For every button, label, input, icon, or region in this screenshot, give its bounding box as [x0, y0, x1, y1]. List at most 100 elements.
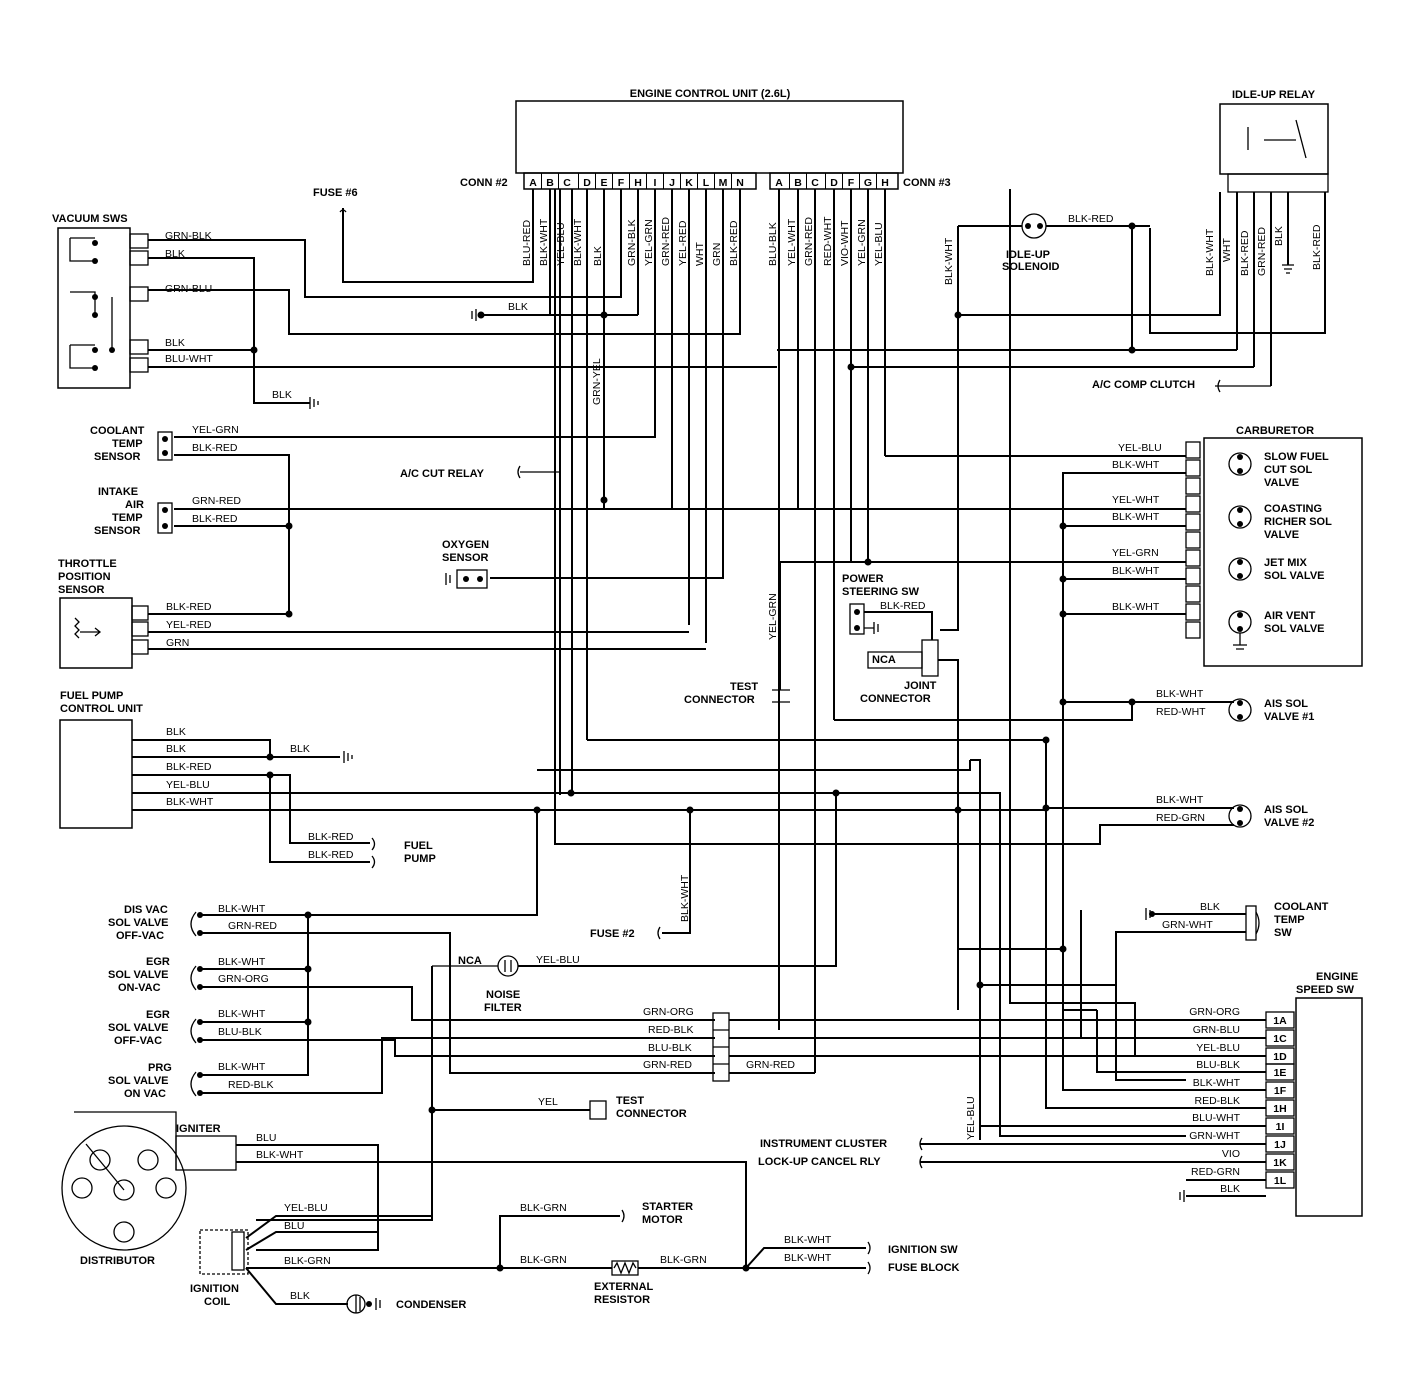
vacuum-sws-box	[57, 227, 131, 389]
ign-coil-l2: COIL	[204, 1296, 231, 1308]
instrument-cluster-label: INSTRUMENT CLUSTER	[760, 1138, 887, 1150]
ais2-wire-2: RED-GRN	[1156, 812, 1205, 824]
mid-wire-2: RED-BLK	[648, 1024, 694, 1036]
ecu-conn2-pin: D	[583, 177, 591, 189]
ais-sol-valve-1: AIS SOL VALVE #1 BLK-WHT RED-WHT	[834, 688, 1314, 723]
lockup-cancel-label: LOCK-UP CANCEL RLY	[758, 1156, 881, 1168]
ecu-ground: BLK GRN-YEL	[471, 301, 638, 504]
ecu-conn3-wire-label: YEL-BLU	[873, 222, 885, 266]
coolant-wire-2: BLK-RED	[192, 442, 238, 454]
ext-res-wire-1: BLK-GRN	[520, 1254, 567, 1266]
noise-l1: NOISE	[486, 989, 520, 1001]
ess-pin: 1J	[1274, 1139, 1286, 1151]
ecu-conn3-wire-label: RED-WHT	[822, 216, 834, 266]
fuse-block-wire: BLK-WHT	[784, 1252, 832, 1264]
carb-wire-4: BLK-WHT	[1112, 511, 1160, 523]
blk-wht-vertical-label: BLK-WHT	[943, 237, 955, 285]
idle-up-relay: IDLE-UP RELAY BLK-WHT WHT BLK-RED GRN-RE…	[958, 89, 1329, 386]
coolant-line2: TEMP	[112, 438, 143, 450]
ecu-conn3-wire-label: VIO-WHT	[839, 220, 851, 266]
ext-res-wire-2: BLK-GRN	[660, 1254, 707, 1266]
ignition-switch-fuse-block: BLK-WHT BLK-WHT IGNITION SW FUSE BLOCK	[745, 1234, 960, 1275]
noise-wire: YEL-BLU	[536, 954, 580, 966]
fpcu-wire-1: BLK	[166, 726, 186, 738]
ecu-conn3-pin: D	[830, 177, 838, 189]
fuse6-symbol	[339, 209, 347, 213]
joint-connector: NCA JOINT CONNECTOR	[860, 639, 959, 1010]
ecu-conn3-pin: G	[864, 177, 872, 189]
cts-wire-1: BLK	[1200, 901, 1220, 913]
egr-sol-valve-off-vac: EGR SOL VALVE OFF-VAC BLK-WHT BLU-BLK	[108, 1008, 715, 1057]
ecu-conn2-pin: I	[654, 177, 657, 189]
carb-valve2-l2: RICHER SOL	[1264, 516, 1332, 528]
ess-wire-label: YEL-BLU	[1196, 1042, 1240, 1054]
ecu-conn2-wire-label: BLK-WHT	[572, 218, 584, 266]
ess-wire-label: BLU-BLK	[1196, 1059, 1240, 1071]
ecu-conn2-pin: H	[634, 177, 642, 189]
vac-ground-wire: BLK	[272, 389, 292, 401]
fpcu-wire-4: YEL-BLU	[166, 779, 210, 791]
ess-title-l1: ENGINE	[1316, 971, 1358, 983]
fpcu-wire-3: BLK-RED	[166, 761, 212, 773]
mid-connector: GRN-ORG RED-BLK BLU-BLK GRN-RED GRN-RED	[643, 1006, 1266, 1082]
distributor: IGNITER DISTRIBUTOR BLU BLK-WHT	[61, 1111, 747, 1268]
ais2-l2: VALVE #2	[1264, 817, 1314, 829]
prg-sol-valve: PRG SOL VALVE ON VAC BLK-WHT RED-BLK	[108, 911, 715, 1100]
joint-l1: JOINT	[904, 680, 937, 692]
solenoid-line2: SOLENOID	[1002, 261, 1060, 273]
ess-wire-labels: GRN-ORGGRN-BLUYEL-BLUBLU-BLKBLK-WHTRED-B…	[1189, 1006, 1240, 1195]
ess-pin: 1C	[1273, 1033, 1287, 1045]
ecu-conn2-wire-label: BLK	[592, 246, 604, 266]
fpcu-l1: FUEL PUMP	[60, 690, 123, 702]
power-steering-switch: POWER STEERING SW BLK-RED	[842, 573, 933, 640]
throttle-position-sensor: THROTTLE POSITION SENSOR BLK-RED YEL-RED…	[58, 558, 706, 669]
cts-l1: COOLANT	[1274, 901, 1329, 913]
carburetor: CARBURETOR YEL-BLU BLK-WHT YEL-WHT BLK-W…	[780, 425, 1363, 1010]
noise-l2: FILTER	[484, 1002, 522, 1014]
egr-on-wire-1: BLK-WHT	[218, 956, 266, 968]
ess-wire-label: GRN-BLU	[1193, 1024, 1240, 1036]
coolant-line3: SENSOR	[94, 451, 141, 463]
intake-air-temp-sensor: INTAKE AIR TEMP SENSOR GRN-RED BLK-RED	[94, 486, 798, 537]
carb-wire-1: YEL-BLU	[1118, 442, 1162, 454]
cts-l3: SW	[1274, 927, 1292, 939]
vacuum-switches: VACUUM SWS GRN-BLK BLK GRN-BLU BLK BLU-W…	[52, 213, 777, 409]
tps-line2: POSITION	[58, 571, 111, 583]
idle-up-relay-title: IDLE-UP RELAY	[1232, 89, 1316, 101]
solenoid-line1: IDLE-UP	[1006, 249, 1050, 261]
ess-pin: 1F	[1274, 1085, 1287, 1097]
relay-wire-6: BLK-RED	[1311, 224, 1323, 270]
ess-title-l2: SPEED SW	[1296, 984, 1355, 996]
idle-up-solenoid: IDLE-UP SOLENOID BLK-RED BLK-WHT	[940, 213, 1150, 631]
ess-wire-label: BLU-WHT	[1192, 1112, 1240, 1124]
ecu-conn3-pin: B	[794, 177, 802, 189]
fuel-pump-wire-1: BLK-RED	[308, 831, 354, 843]
carb-wire-3: YEL-WHT	[1112, 494, 1160, 506]
lockup-cancel-lead	[919, 1155, 923, 1169]
fuel-pump-l2: PUMP	[404, 853, 436, 865]
dis-vac-wire-1: BLK-WHT	[218, 903, 266, 915]
top-bus-wires: A/C COMP CLUTCH	[777, 346, 1271, 562]
ais2-l1: AIS SOL	[1264, 804, 1308, 816]
ecu-conn2-wire-label: BLK-WHT	[538, 218, 550, 266]
ecu-conn3-pin: H	[881, 177, 889, 189]
instrument-cluster-lead	[919, 1137, 923, 1151]
coolant-temp-switch: BLK GRN-WHT COOLANT TEMP SW	[1115, 901, 1329, 1081]
carb-wire-2: BLK-WHT	[1112, 459, 1160, 471]
carb-valve1-l1: SLOW FUEL	[1264, 451, 1329, 463]
test-bottom-wire: YEL	[538, 1096, 558, 1108]
yel-blu-vertical: YEL-BLU	[965, 1096, 977, 1140]
tps-wire-3: GRN	[166, 637, 189, 649]
intake-line2: AIR	[125, 499, 144, 511]
intake-wire-1: GRN-RED	[192, 495, 241, 507]
fuse-block-label: FUSE BLOCK	[888, 1262, 960, 1274]
relay-wire-5: BLK	[1273, 226, 1285, 246]
ess-pin: 1E	[1274, 1067, 1287, 1079]
ess-wire-label: BLK	[1220, 1183, 1240, 1195]
egr-on-l3: ON-VAC	[118, 982, 161, 994]
carb-valve1-l3: VALVE	[1264, 477, 1299, 489]
ess-wire-label: GRN-WHT	[1189, 1130, 1240, 1142]
prg-l3: ON VAC	[124, 1088, 166, 1100]
ecu-conn2-pin: A	[529, 177, 537, 189]
